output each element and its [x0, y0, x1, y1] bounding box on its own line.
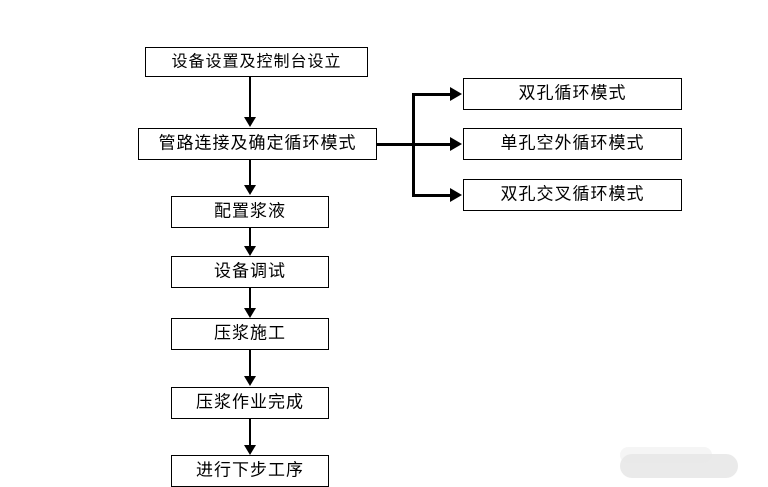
branch-feed-line	[377, 143, 417, 146]
node-mode-2[interactable]: 单孔空外循环模式	[463, 128, 682, 160]
node-step-7[interactable]: 进行下步工序	[171, 455, 329, 487]
connector-step6-step7	[249, 419, 251, 447]
node-step-5-label: 压浆施工	[214, 323, 286, 343]
node-step-4-label: 设备调试	[214, 261, 286, 281]
connector-step1-step2	[249, 77, 251, 119]
arrowhead-step4-step5	[244, 308, 256, 318]
arrowhead-mode-1	[450, 87, 462, 101]
connector-step5-step6	[249, 350, 251, 378]
watermark	[620, 454, 738, 478]
node-step-1-label: 设备设置及控制台设立	[171, 51, 342, 71]
arrowhead-mode-3	[450, 188, 462, 202]
node-mode-1[interactable]: 双孔循环模式	[463, 78, 682, 110]
node-mode-1-label: 双孔循环模式	[518, 83, 627, 103]
arrowhead-step3-step4	[244, 246, 256, 256]
branch-line-mode-2	[412, 143, 454, 146]
node-step-6-label: 压浆作业完成	[196, 392, 304, 412]
node-step-7-label: 进行下步工序	[196, 460, 304, 480]
node-step-3[interactable]: 配置浆液	[171, 196, 329, 228]
arrowhead-step2-step3	[244, 185, 256, 195]
arrowhead-step6-step7	[244, 445, 256, 455]
watermark-tail	[620, 447, 712, 463]
node-step-5[interactable]: 压浆施工	[171, 318, 329, 350]
connector-step4-step5	[249, 288, 251, 312]
node-step-2-label: 管路连接及确定循环模式	[158, 133, 357, 153]
node-step-1[interactable]: 设备设置及控制台设立	[145, 47, 368, 77]
node-step-2[interactable]: 管路连接及确定循环模式	[138, 128, 377, 160]
branch-line-mode-3	[412, 194, 454, 197]
branch-line-mode-1	[412, 93, 454, 96]
connector-step2-step3	[249, 160, 251, 186]
arrowhead-step1-step2	[244, 117, 256, 127]
node-step-6[interactable]: 压浆作业完成	[171, 387, 329, 419]
node-step-3-label: 配置浆液	[214, 201, 286, 221]
node-mode-3[interactable]: 双孔交叉循环模式	[463, 179, 682, 211]
connector-step3-step4	[249, 228, 251, 250]
node-step-4[interactable]: 设备调试	[171, 256, 329, 288]
arrowhead-step5-step6	[244, 376, 256, 386]
arrowhead-mode-2	[450, 137, 462, 151]
node-mode-2-label: 单孔空外循环模式	[500, 133, 645, 153]
node-mode-3-label: 双孔交叉循环模式	[500, 184, 645, 204]
